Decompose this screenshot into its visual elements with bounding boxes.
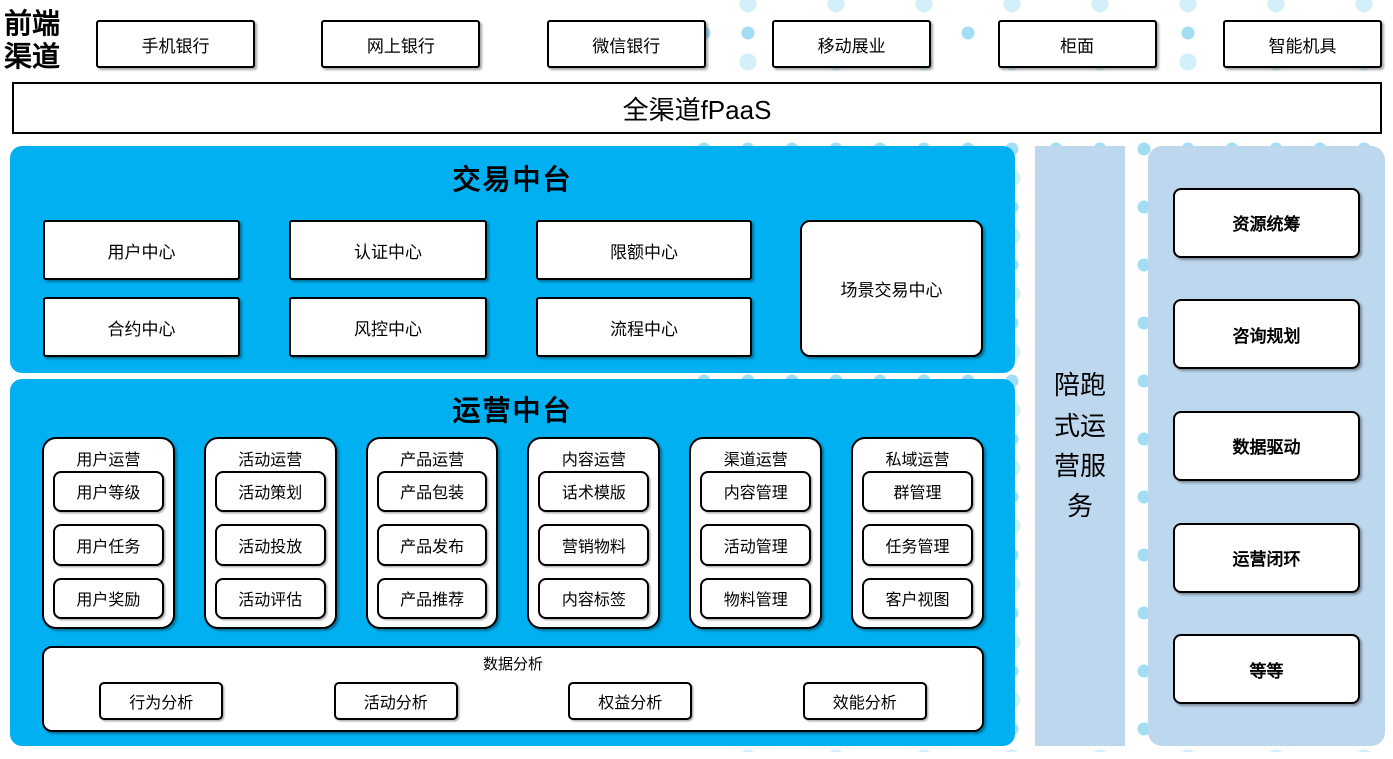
accompanying-service-bar: 陪跑式运营服务 xyxy=(1035,146,1125,746)
ops-column-header: 活动运营 xyxy=(238,451,303,469)
service-box-data-driven: 数据驱动 xyxy=(1173,410,1360,481)
service-box-resource-planning: 资源统筹 xyxy=(1173,187,1360,258)
ops-item: 客户视图 xyxy=(862,577,973,619)
ops-item: 内容管理 xyxy=(700,470,812,513)
accompanying-service-label: 陪跑式运营服务 xyxy=(1053,370,1106,522)
ops-item: 营销物料 xyxy=(538,524,650,566)
trade-box-limit-center: 限额中心 xyxy=(536,220,752,280)
analysis-item-behavior: 行为分析 xyxy=(99,682,224,720)
ops-column-channel-operation: 渠道运营 内容管理 活动管理 物料管理 xyxy=(689,437,823,629)
ops-item: 活动评估 xyxy=(214,577,326,619)
ops-column-activity-operation: 活动运营 活动策划 活动投放 活动评估 xyxy=(203,437,337,629)
trade-box-contract-center: 合约中心 xyxy=(43,297,240,357)
operation-platform-block: 运营中台 用户运营 用户等级 用户任务 用户奖励 活动运营 活动策划 活动投放 … xyxy=(10,379,1015,746)
channel-box-wechat-banking: 微信银行 xyxy=(546,20,706,68)
trade-platform-grid: 用户中心 认证中心 限额中心 合约中心 风控中心 流程中心 xyxy=(43,220,752,357)
trade-platform-title: 交易中台 xyxy=(452,164,573,195)
channel-box-smart-devices: 智能机具 xyxy=(1222,20,1382,68)
ops-item: 话术模版 xyxy=(538,470,650,513)
channel-box-online-banking: 网上银行 xyxy=(321,20,481,68)
ops-column-product-operation: 产品运营 产品包装 产品发布 产品推荐 xyxy=(365,437,499,629)
analysis-item-rights: 权益分析 xyxy=(568,682,693,720)
service-box-operation-loop: 运营闭环 xyxy=(1173,522,1360,593)
ops-column-user-operation: 用户运营 用户等级 用户任务 用户奖励 xyxy=(42,437,175,629)
data-analysis-header: 数据分析 xyxy=(482,656,543,673)
trade-box-process-center: 流程中心 xyxy=(536,297,752,357)
trade-box-user-center: 用户中心 xyxy=(43,220,240,280)
ops-item: 任务管理 xyxy=(862,524,973,566)
channel-box-counter: 柜面 xyxy=(997,20,1157,68)
trade-box-risk-center: 风控中心 xyxy=(289,297,487,357)
ops-item: 内容标签 xyxy=(538,577,650,619)
ops-item: 用户奖励 xyxy=(53,577,164,619)
ops-column-header: 产品运营 xyxy=(400,451,465,469)
ops-column-header: 用户运营 xyxy=(76,451,141,469)
ops-item: 用户等级 xyxy=(53,470,164,513)
ops-column-content-operation: 内容运营 话术模版 营销物料 内容标签 xyxy=(527,437,661,629)
fpaas-bar: 全渠道fPaaS xyxy=(12,82,1382,134)
trade-box-scene-trade-center: 场景交易中心 xyxy=(800,220,983,357)
data-analysis-box: 数据分析 行为分析 活动分析 权益分析 效能分析 xyxy=(42,646,984,732)
operation-columns: 用户运营 用户等级 用户任务 用户奖励 活动运营 活动策划 活动投放 活动评估 … xyxy=(42,437,984,629)
trade-platform-block: 交易中台 用户中心 认证中心 限额中心 合约中心 风控中心 流程中心 场景交易中… xyxy=(10,146,1015,373)
ops-item: 活动投放 xyxy=(214,524,326,566)
ops-item: 活动管理 xyxy=(700,524,812,566)
ops-column-private-domain-operation: 私域运营 群管理 任务管理 客户视图 xyxy=(851,437,984,629)
ops-item: 用户任务 xyxy=(53,524,164,566)
ops-item: 活动策划 xyxy=(214,470,326,513)
trade-box-auth-center: 认证中心 xyxy=(289,220,487,280)
front-channels-label: 前端渠道 xyxy=(4,7,61,73)
ops-column-header: 私域运营 xyxy=(885,451,950,469)
channel-box-mobile-sales: 移动展业 xyxy=(772,20,932,68)
ops-item: 群管理 xyxy=(862,470,973,513)
front-channels-row: 手机银行 网上银行 微信银行 移动展业 柜面 智能机具 xyxy=(96,20,1382,68)
ops-item: 产品推荐 xyxy=(376,577,488,619)
channel-box-mobile-banking: 手机银行 xyxy=(96,20,255,68)
ops-item: 产品包装 xyxy=(376,470,488,513)
operation-platform-title: 运营中台 xyxy=(452,395,573,426)
analysis-item-efficiency: 效能分析 xyxy=(802,682,927,720)
ops-item: 产品发布 xyxy=(376,524,488,566)
ops-column-header: 内容运营 xyxy=(561,451,626,469)
data-analysis-row: 行为分析 活动分析 权益分析 效能分析 xyxy=(44,682,982,720)
ops-column-header: 渠道运营 xyxy=(723,451,788,469)
analysis-item-activity: 活动分析 xyxy=(333,682,458,720)
service-box-consulting-planning: 咨询规划 xyxy=(1173,299,1360,370)
service-box-etc: 等等 xyxy=(1173,634,1360,705)
ops-item: 物料管理 xyxy=(700,577,812,619)
right-service-panel: 资源统筹 咨询规划 数据驱动 运营闭环 等等 xyxy=(1148,146,1385,746)
fpaas-bar-label: 全渠道fPaaS xyxy=(622,94,772,125)
